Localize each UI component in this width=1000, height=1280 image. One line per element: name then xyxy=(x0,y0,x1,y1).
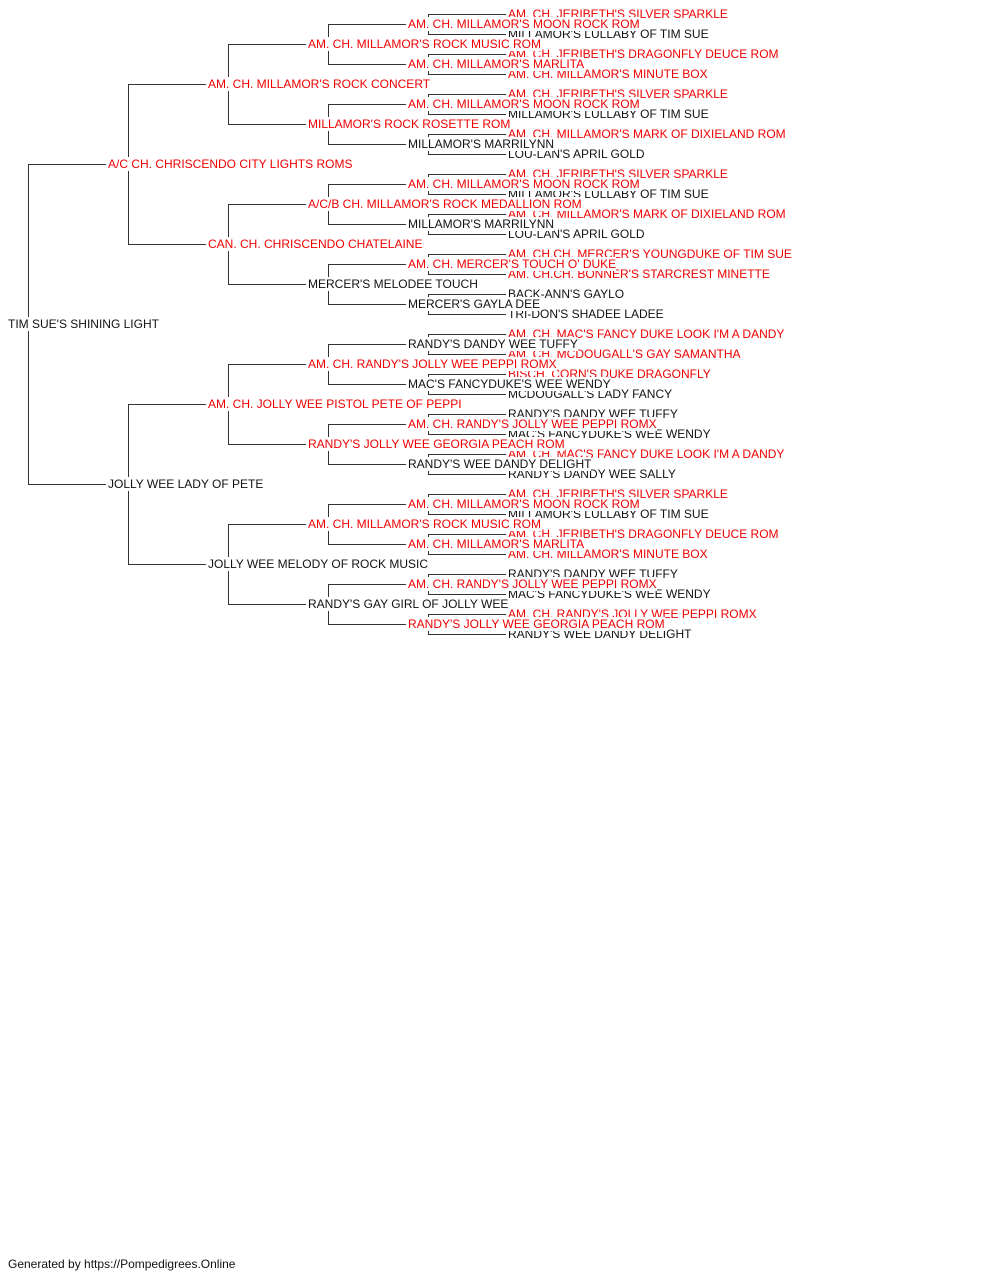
pedigree-entry: AM. CH. MILLAMOR'S MARLITA xyxy=(408,537,585,551)
pedigree-entry: RANDY'S WEE DANDY DELIGHT xyxy=(408,457,592,471)
pedigree-entry: MILLAMOR'S MARRILYNN xyxy=(408,217,555,231)
pedigree-entry: AM. CH. MILLAMOR'S MOON ROCK ROM xyxy=(408,17,640,31)
pedigree-entry: A/C/B CH. MILLAMOR'S ROCK MEDALLION ROM xyxy=(308,197,582,211)
pedigree-entry: AM. CH. MILLAMOR'S ROCK MUSIC ROM xyxy=(308,517,541,531)
pedigree-entry: AM. CH. MILLAMOR'S MOON ROCK ROM xyxy=(408,97,640,111)
pedigree-entry: AM. CH. JOLLY WEE PISTOL PETE OF PEPPI xyxy=(208,397,462,411)
pedigree-entry: AM. CH. MILLAMOR'S ROCK MUSIC ROM xyxy=(308,37,541,51)
pedigree-entry: TIM SUE'S SHINING LIGHT xyxy=(8,317,159,331)
pedigree-entry: AM. CH. MILLAMOR'S MOON ROCK ROM xyxy=(408,497,640,511)
pedigree-entry: RANDY'S JOLLY WEE GEORGIA PEACH ROM xyxy=(408,617,665,631)
pedigree-entry: MERCER'S GAYLA DEE xyxy=(408,297,541,311)
pedigree-entry: RANDY'S GAY GIRL OF JOLLY WEE xyxy=(308,597,509,611)
pedigree-entry: AM. CH. MILLAMOR'S MOON ROCK ROM xyxy=(408,177,640,191)
pedigree-entry: JOLLY WEE MELODY OF ROCK MUSIC xyxy=(208,557,429,571)
pedigree-entry: AM. CH. RANDY'S JOLLY WEE PEPPI ROMX xyxy=(408,577,657,591)
pedigree-entry: AM. CH. RANDY'S JOLLY WEE PEPPI ROMX xyxy=(408,417,657,431)
pedigree-entry: MERCER'S MELODEE TOUCH xyxy=(308,277,478,291)
footer-credit: Generated by https://Pompedigrees.Online xyxy=(8,1257,236,1271)
pedigree-entry: CAN. CH. CHRISCENDO CHATELAINE xyxy=(208,237,423,251)
pedigree-entry: A/C CH. CHRISCENDO CITY LIGHTS ROMS xyxy=(108,157,353,171)
pedigree-entry: MILLAMOR'S MARRILYNN xyxy=(408,137,555,151)
pedigree-entry: AM. CH. MILLAMOR'S ROCK CONCERT xyxy=(208,77,431,91)
pedigree-entry: TRI-DON'S SHADEE LADEE xyxy=(508,307,664,321)
pedigree-entry: RANDY'S DANDY WEE TUFFY xyxy=(408,337,578,351)
pedigree-entry: JOLLY WEE LADY OF PETE xyxy=(108,477,264,491)
pedigree-entry: MAC'S FANCYDUKE'S WEE WENDY xyxy=(408,377,611,391)
pedigree-entry: AM. CH. MILLAMOR'S MARK OF DIXIELAND ROM xyxy=(508,127,786,141)
pedigree-entry: MILLAMOR'S ROCK ROSETTE ROM xyxy=(308,117,511,131)
pedigree-entry: RANDY'S JOLLY WEE GEORGIA PEACH ROM xyxy=(308,437,565,451)
pedigree-entry: AM. CH. MILLAMOR'S MARLITA xyxy=(408,57,585,71)
pedigree-entry: AM. CH. RANDY'S JOLLY WEE PEPPI ROMX xyxy=(308,357,557,371)
pedigree-entry: AM. CH. MERCER'S TOUCH O' DUKE xyxy=(408,257,617,271)
